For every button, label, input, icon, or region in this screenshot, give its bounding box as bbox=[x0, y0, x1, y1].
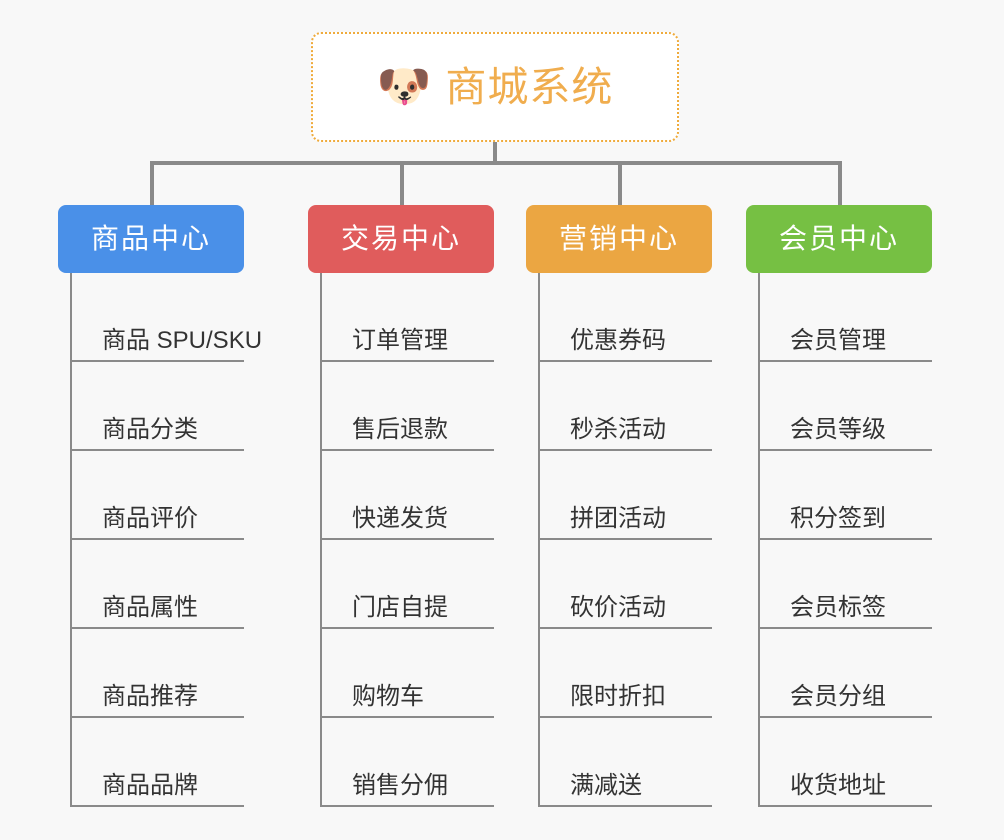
leaf-item-label: 商品评价 bbox=[102, 504, 198, 532]
root-node-商城系统[interactable]: 🐶 商城系统 bbox=[311, 32, 679, 142]
leaf-item[interactable]: 收货地址 bbox=[760, 718, 932, 807]
shiba-dog-face-icon: 🐶 bbox=[376, 62, 432, 111]
category-header-1[interactable]: 交易中心 bbox=[308, 205, 494, 273]
leaf-item-label: 商品推荐 bbox=[102, 682, 198, 710]
leaf-item[interactable]: 秒杀活动 bbox=[540, 362, 712, 451]
category-label: 会员中心 bbox=[778, 223, 899, 254]
leaf-item-label: 会员标签 bbox=[790, 593, 886, 621]
leaf-item[interactable]: 商品评价 bbox=[72, 451, 244, 540]
leaf-item-label: 秒杀活动 bbox=[570, 415, 666, 443]
leaf-item-label: 门店自提 bbox=[352, 593, 448, 621]
leaf-item-label: 会员管理 bbox=[790, 326, 886, 354]
leaf-item[interactable]: 门店自提 bbox=[322, 540, 494, 629]
leaf-item-label: 会员等级 bbox=[790, 415, 886, 443]
leaf-item-label: 商品 SPU/SKU bbox=[102, 326, 263, 354]
leaf-item[interactable]: 会员等级 bbox=[760, 362, 932, 451]
category-column-2: 营销中心优惠券码秒杀活动拼团活动砍价活动限时折扣满减送 bbox=[526, 205, 712, 807]
connector-drop-1 bbox=[400, 161, 404, 205]
leaf-item-label: 优惠券码 bbox=[570, 326, 666, 354]
leaf-list-0: 商品 SPU/SKU 商品分类商品评价商品属性商品推荐商品品牌 bbox=[70, 273, 262, 807]
connector-drop-0 bbox=[150, 161, 154, 205]
leaf-item[interactable]: 砍价活动 bbox=[540, 540, 712, 629]
leaf-item[interactable]: 满减送 bbox=[540, 718, 712, 807]
leaf-item[interactable]: 订单管理 bbox=[322, 273, 494, 362]
leaf-list-3: 会员管理会员等级积分签到会员标签会员分组收货地址 bbox=[758, 273, 932, 807]
category-label: 商品中心 bbox=[90, 223, 211, 254]
leaf-item-label: 商品品牌 bbox=[102, 771, 198, 799]
leaf-item[interactable]: 限时折扣 bbox=[540, 629, 712, 718]
leaf-item[interactable]: 会员管理 bbox=[760, 273, 932, 362]
root-node-title: 商城系统 bbox=[445, 63, 614, 110]
leaf-item[interactable]: 会员标签 bbox=[760, 540, 932, 629]
root-node-content: 🐶 商城系统 bbox=[377, 65, 614, 109]
leaf-item[interactable]: 快递发货 bbox=[322, 451, 494, 540]
leaf-item[interactable]: 商品属性 bbox=[72, 540, 244, 629]
leaf-item-label: 收货地址 bbox=[790, 771, 886, 799]
leaf-item[interactable]: 拼团活动 bbox=[540, 451, 712, 540]
leaf-item-label: 砍价活动 bbox=[570, 593, 666, 621]
leaf-item[interactable]: 商品 SPU/SKU bbox=[72, 273, 262, 362]
leaf-item[interactable]: 商品推荐 bbox=[72, 629, 244, 718]
leaf-list-2: 优惠券码秒杀活动拼团活动砍价活动限时折扣满减送 bbox=[538, 273, 712, 807]
leaf-item-label: 限时折扣 bbox=[570, 682, 666, 710]
connector-horizontal-bar bbox=[150, 161, 838, 165]
leaf-item[interactable]: 积分签到 bbox=[760, 451, 932, 540]
leaf-item[interactable]: 销售分佣 bbox=[322, 718, 494, 807]
category-header-0[interactable]: 商品中心 bbox=[58, 205, 244, 273]
leaf-item-label: 会员分组 bbox=[790, 682, 886, 710]
leaf-item-label: 快递发货 bbox=[352, 504, 448, 532]
leaf-item-label: 订单管理 bbox=[352, 326, 448, 354]
leaf-item-label: 商品分类 bbox=[102, 415, 198, 443]
leaf-item-label: 拼团活动 bbox=[570, 504, 666, 532]
leaf-item[interactable]: 商品品牌 bbox=[72, 718, 244, 807]
category-column-1: 交易中心订单管理售后退款快递发货门店自提购物车销售分佣 bbox=[308, 205, 494, 807]
connector-root-stem bbox=[493, 142, 497, 164]
leaf-item-label: 商品属性 bbox=[102, 593, 198, 621]
category-header-3[interactable]: 会员中心 bbox=[746, 205, 932, 273]
leaf-item-label: 满减送 bbox=[570, 771, 642, 799]
category-header-2[interactable]: 营销中心 bbox=[526, 205, 712, 273]
leaf-item-label: 积分签到 bbox=[790, 504, 886, 532]
category-column-0: 商品中心商品 SPU/SKU 商品分类商品评价商品属性商品推荐商品品牌 bbox=[58, 205, 262, 807]
leaf-list-1: 订单管理售后退款快递发货门店自提购物车销售分佣 bbox=[320, 273, 494, 807]
category-label: 营销中心 bbox=[558, 223, 679, 254]
connector-drop-2 bbox=[618, 161, 622, 205]
leaf-item-label: 购物车 bbox=[352, 682, 424, 710]
leaf-item[interactable]: 商品分类 bbox=[72, 362, 244, 451]
leaf-item-label: 销售分佣 bbox=[352, 771, 448, 799]
category-column-3: 会员中心会员管理会员等级积分签到会员标签会员分组收货地址 bbox=[746, 205, 932, 807]
leaf-item[interactable]: 会员分组 bbox=[760, 629, 932, 718]
connector-drop-3 bbox=[838, 161, 842, 205]
leaf-item[interactable]: 优惠券码 bbox=[540, 273, 712, 362]
category-label: 交易中心 bbox=[340, 223, 461, 254]
leaf-item[interactable]: 购物车 bbox=[322, 629, 494, 718]
leaf-item-label: 售后退款 bbox=[352, 415, 448, 443]
leaf-item[interactable]: 售后退款 bbox=[322, 362, 494, 451]
